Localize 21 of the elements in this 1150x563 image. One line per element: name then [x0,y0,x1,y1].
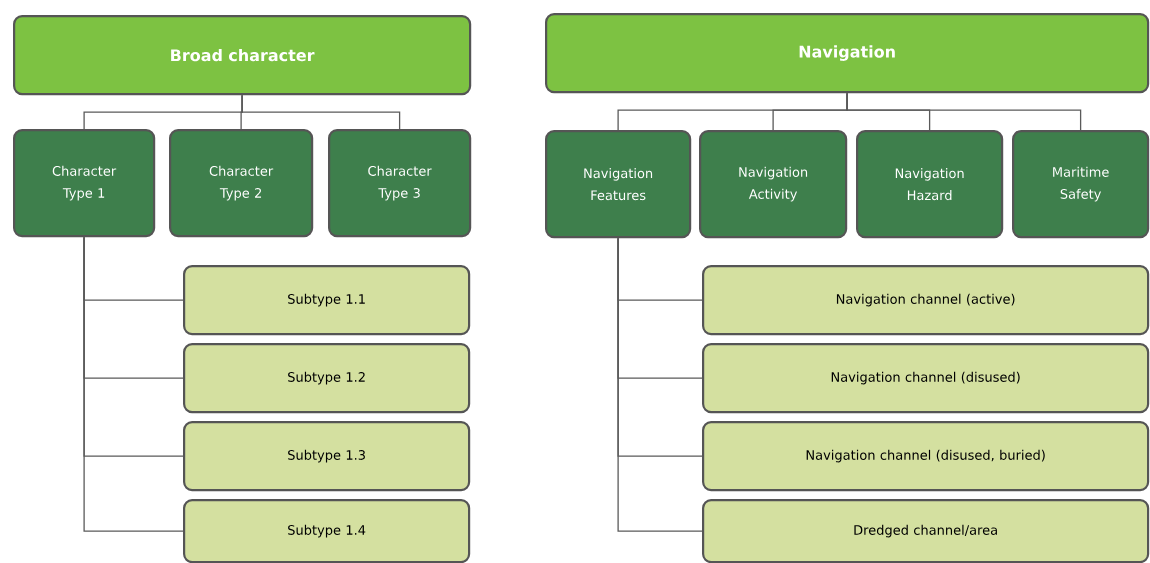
subtype-box: Subtype 1.3 [183,421,471,492]
subtype-box: Subtype 1.1 [183,265,471,336]
category-box: Character Type 3 [328,129,472,238]
subtype-box: Subtype 1.4 [183,499,471,563]
connector-line [83,236,184,532]
category-box: Character Type 2 [169,129,314,238]
connector-line [846,92,1082,131]
category-box: Navigation Hazard [856,130,1004,239]
category-box: Navigation Features [545,130,692,239]
category-box: Maritime Safety [1012,130,1150,239]
category-box: Character Type 1 [13,129,156,238]
subtype-box: Navigation channel (active) [702,265,1150,336]
subtype-box: Navigation channel (disused) [702,343,1150,414]
connector-line [617,237,703,532]
subtype-box: Dredged channel/area [702,499,1150,563]
title-box: Broad character [13,15,472,96]
subtype-box: Subtype 1.2 [183,343,471,414]
category-box: Navigation Activity [699,130,848,239]
subtype-box: Navigation channel (disused, buried) [702,421,1150,492]
title-box: Navigation [545,13,1150,94]
connector-line [241,94,401,130]
